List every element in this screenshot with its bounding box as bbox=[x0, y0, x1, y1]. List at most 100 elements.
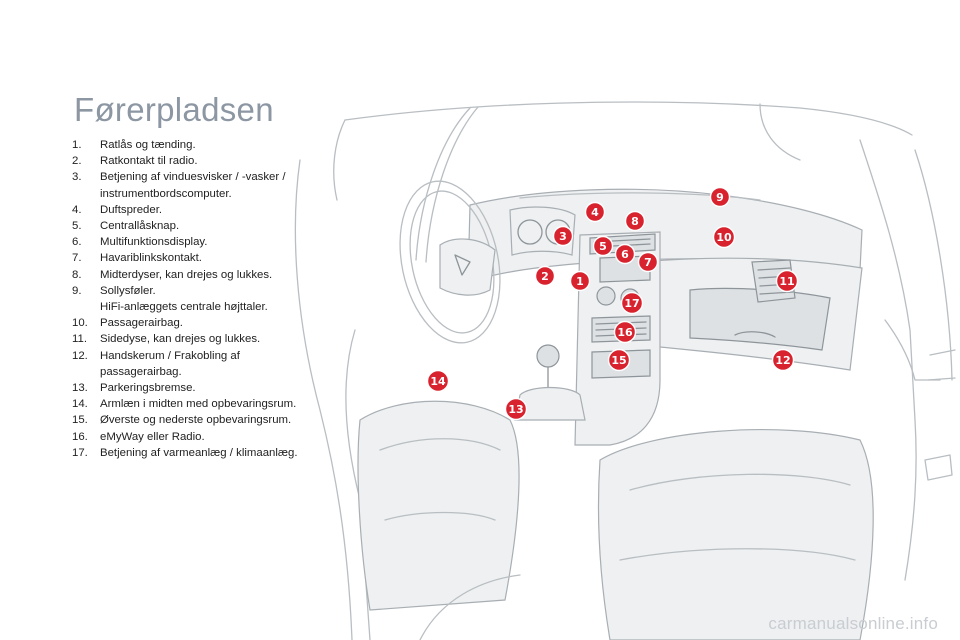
legend-item-line: eMyWay eller Radio. bbox=[100, 430, 205, 443]
legend-item: 17. Betjening af varmeanlæg / klimaanlæg. bbox=[72, 445, 342, 461]
legend-item-number: 6. bbox=[72, 236, 82, 249]
callout-badge: 2 bbox=[534, 265, 556, 287]
svg-text:9: 9 bbox=[716, 191, 724, 204]
svg-text:16: 16 bbox=[617, 326, 633, 339]
legend-item-number: 14. bbox=[72, 398, 88, 411]
callout-badge: 9 bbox=[709, 186, 731, 208]
svg-text:15: 15 bbox=[611, 354, 626, 367]
svg-text:7: 7 bbox=[644, 256, 652, 269]
callout-badge: 14 bbox=[426, 369, 450, 393]
svg-text:11: 11 bbox=[779, 275, 794, 288]
legend-item-text: Multifunktionsdisplay. bbox=[100, 234, 342, 250]
legend-item-text: Sidedyse, kan drejes og lukkes. bbox=[100, 331, 342, 347]
legend-item-number: 16. bbox=[72, 430, 88, 443]
legend-item-line: Parkeringsbremse. bbox=[100, 382, 196, 395]
legend-item: 14. Armlæn i midten med opbevaringsrum. bbox=[72, 396, 342, 412]
legend-item-line: Centrallåsknap. bbox=[100, 220, 180, 233]
legend-item-line: Betjening af vinduesvisker / -vasker / bbox=[100, 171, 286, 184]
legend-item-line: Ratkontakt til radio. bbox=[100, 155, 198, 168]
legend-item-line: Havariblinkskontakt. bbox=[100, 252, 202, 265]
svg-text:10: 10 bbox=[716, 231, 732, 244]
legend-item-number: 13. bbox=[72, 382, 88, 395]
svg-text:13: 13 bbox=[508, 403, 523, 416]
legend-item-line: Handskerum / Frakobling af bbox=[100, 349, 240, 362]
callout-badge: 15 bbox=[607, 348, 631, 372]
legend-item-line: Sollysføler. bbox=[100, 284, 156, 297]
legend-item: 12. Handskerum / Frakobling af passagerair… bbox=[72, 348, 342, 380]
legend-item-line: Armlæn i midten med opbevaringsrum. bbox=[100, 398, 297, 411]
legend-item: 3.Betjening af vinduesvisker / -vasker /… bbox=[72, 169, 342, 201]
callout-badge: 8 bbox=[624, 210, 646, 232]
legend-item-line: Sidedyse, kan drejes og lukkes. bbox=[100, 333, 261, 346]
legend-item: 2. Ratkontakt til radio. bbox=[72, 153, 342, 169]
callout-badge: 17 bbox=[620, 291, 644, 315]
legend-item: 5. Centrallåsknap. bbox=[72, 218, 342, 234]
legend-item-line: Ratlås og tænding. bbox=[100, 139, 196, 151]
legend-item-number: 9. bbox=[72, 284, 82, 297]
legend-item-number: 4. bbox=[72, 203, 82, 216]
legend-item-text: Parkeringsbremse. bbox=[100, 380, 342, 396]
legend-item-text: Betjening af varmeanlæg / klimaanlæg. bbox=[100, 445, 342, 461]
legend-item: 10. Passagerairbag. bbox=[72, 315, 342, 331]
legend-item-number: 5. bbox=[72, 220, 82, 233]
legend-item-text: Øverste og nederste opbevaringsrum. bbox=[100, 412, 342, 428]
callout-badge: 5 bbox=[592, 235, 614, 257]
legend-item-text: Sollysføler. HiFi-anlæggets centrale højt… bbox=[100, 283, 342, 315]
legend-item-line: HiFi-anlæggets centrale højttaler. bbox=[100, 301, 268, 314]
legend-item-text: Duftspreder. bbox=[100, 202, 342, 218]
callout-badge: 13 bbox=[504, 397, 528, 421]
svg-text:12: 12 bbox=[775, 354, 790, 367]
svg-text:6: 6 bbox=[621, 248, 629, 261]
legend-item-text: Passagerairbag. bbox=[100, 315, 342, 331]
legend-item-text: eMyWay eller Radio. bbox=[100, 429, 342, 445]
legend-item-number: 7. bbox=[72, 252, 82, 265]
legend-item: 13. Parkeringsbremse. bbox=[72, 380, 342, 396]
callout-badge: 10 bbox=[712, 225, 736, 249]
svg-text:17: 17 bbox=[624, 297, 639, 310]
callout-badge: 1 bbox=[569, 270, 591, 292]
legend-item-line: passagerairbag. bbox=[100, 365, 182, 378]
legend-item-number: 2. bbox=[72, 155, 82, 168]
legend-item-line: Duftspreder. bbox=[100, 203, 163, 216]
svg-text:5: 5 bbox=[599, 240, 607, 253]
callout-badge: 11 bbox=[775, 269, 799, 293]
legend-item: 15.Øverste og nederste opbevaringsrum. bbox=[72, 412, 342, 428]
legend-item-text: Centrallåsknap. bbox=[100, 218, 342, 234]
legend-item-number: 11. bbox=[72, 333, 87, 346]
callout-badge: 16 bbox=[613, 320, 637, 344]
svg-text:14: 14 bbox=[430, 375, 446, 388]
legend-item: 7. Havariblinkskontakt. bbox=[72, 250, 342, 266]
legend-item-number: 12. bbox=[72, 349, 88, 362]
legend-item-number: 1. bbox=[72, 139, 82, 151]
legend-item: 1. Ratlås og tænding. bbox=[72, 137, 342, 153]
legend-item: 9. Sollysføler. HiFi-anlæggets centrale hø… bbox=[72, 283, 342, 315]
callout-badge: 3 bbox=[552, 225, 574, 247]
legend-item: 4. Duftspreder. bbox=[72, 202, 342, 218]
legend-item-line: Multifunktionsdisplay. bbox=[100, 236, 208, 249]
legend-item-text: Ratlås og tænding. bbox=[100, 137, 342, 153]
callout-badge: 6 bbox=[614, 243, 636, 265]
legend-item-line: Øverste og nederste opbevaringsrum. bbox=[100, 414, 292, 427]
component-legend: 1. Ratlås og tænding. 2. Ratkontakt til rad… bbox=[72, 137, 342, 461]
callout-badge: 7 bbox=[637, 251, 659, 273]
legend-item: 8.Midterdyser, kan drejes og lukkes. bbox=[72, 267, 342, 283]
legend-item-line: Midterdyser, kan drejes og lukkes. bbox=[100, 268, 273, 281]
legend-item: 6. Multifunktionsdisplay. bbox=[72, 234, 342, 250]
svg-text:2: 2 bbox=[541, 270, 549, 283]
legend-item-text: Ratkontakt til radio. bbox=[100, 153, 342, 169]
legend-item-line: Passagerairbag. bbox=[100, 317, 183, 330]
svg-text:3: 3 bbox=[559, 230, 567, 243]
svg-text:1: 1 bbox=[576, 275, 584, 288]
legend-item: 16. eMyWay eller Radio. bbox=[72, 429, 342, 445]
svg-text:4: 4 bbox=[591, 206, 599, 219]
legend-item-line: Betjening af varmeanlæg / klimaanlæg. bbox=[100, 446, 298, 459]
legend-item-text: Handskerum / Frakobling af passagerairbag… bbox=[100, 348, 342, 380]
page-title: Førerpladsen bbox=[74, 91, 274, 128]
legend-item-text: Havariblinkskontakt. bbox=[100, 250, 342, 266]
legend-item-number: 17. bbox=[72, 446, 88, 459]
legend-item-number: 10. bbox=[72, 317, 88, 330]
callout-badge: 12 bbox=[771, 348, 795, 372]
legend-item-text: Betjening af vinduesvisker / -vasker /in… bbox=[100, 169, 342, 201]
legend-item-text: Armlæn i midten med opbevaringsrum. bbox=[100, 396, 342, 412]
